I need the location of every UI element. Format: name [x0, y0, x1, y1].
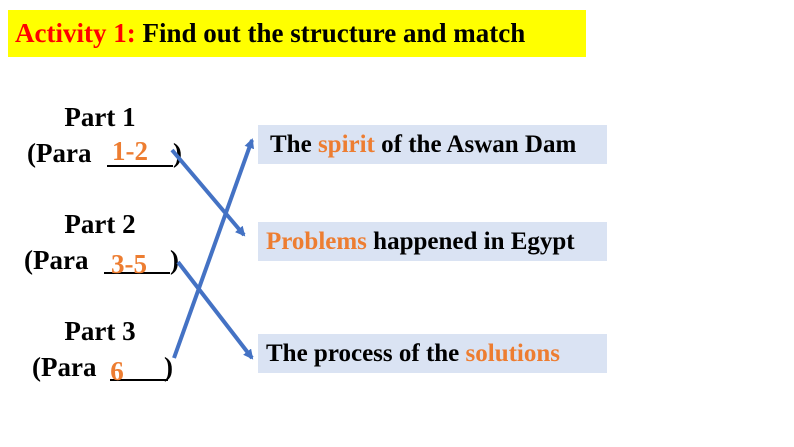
part-3-blank[interactable] — [110, 350, 168, 381]
arrow-part1-to-problems — [170, 148, 246, 237]
activity-title-banner: Activity 1: Find out the structure and m… — [8, 10, 586, 57]
part-3: Part 3 (Para 6 ) — [20, 314, 180, 386]
box-problems-highlight: Problems — [266, 228, 367, 255]
part-2-answer: 3-5 — [111, 249, 147, 279]
part-3-para-close: ) — [164, 352, 173, 382]
part-1-answer: 1-2 — [112, 136, 148, 166]
box-spirit-post: of the Aswan Dam — [374, 131, 577, 158]
part-1-blank[interactable] — [107, 136, 173, 167]
activity-number: Activity 1: — [15, 18, 136, 48]
box-spirit[interactable]: The spirit of the Aswan Dam — [258, 125, 607, 164]
arrow-part2-to-solutions — [176, 260, 254, 360]
box-solutions[interactable]: The process of the solutions — [258, 334, 607, 373]
part-1-label: Part 1 — [64, 102, 136, 132]
box-problems-post: happened in Egypt — [366, 228, 575, 255]
part-1-para-close: ) — [173, 138, 182, 168]
box-problems[interactable]: Problems happened in Egypt — [258, 222, 607, 261]
part-2-label: Part 2 — [64, 209, 136, 239]
activity-instruction: Find out the structure and match — [142, 18, 526, 48]
part-3-label: Part 3 — [64, 316, 136, 346]
part-1-para-open: (Para — [27, 138, 92, 168]
part-2-para-close: ) — [170, 245, 179, 275]
box-solutions-pre: The process of the — [266, 340, 466, 367]
part-3-answer: 6 — [110, 356, 124, 386]
part-2-para-open: (Para — [24, 245, 89, 275]
arrow-part3-to-spirit — [172, 138, 255, 359]
part-2-blank[interactable] — [104, 243, 170, 274]
part-2: Part 2 (Para 3-5 ) — [20, 207, 180, 279]
box-spirit-pre: The — [270, 131, 318, 158]
box-solutions-highlight: solutions — [465, 340, 561, 367]
box-spirit-highlight: spirit — [317, 131, 375, 158]
part-1: Part 1 (Para 1-2 ) — [20, 100, 182, 170]
part-3-para-open: (Para — [32, 352, 97, 382]
